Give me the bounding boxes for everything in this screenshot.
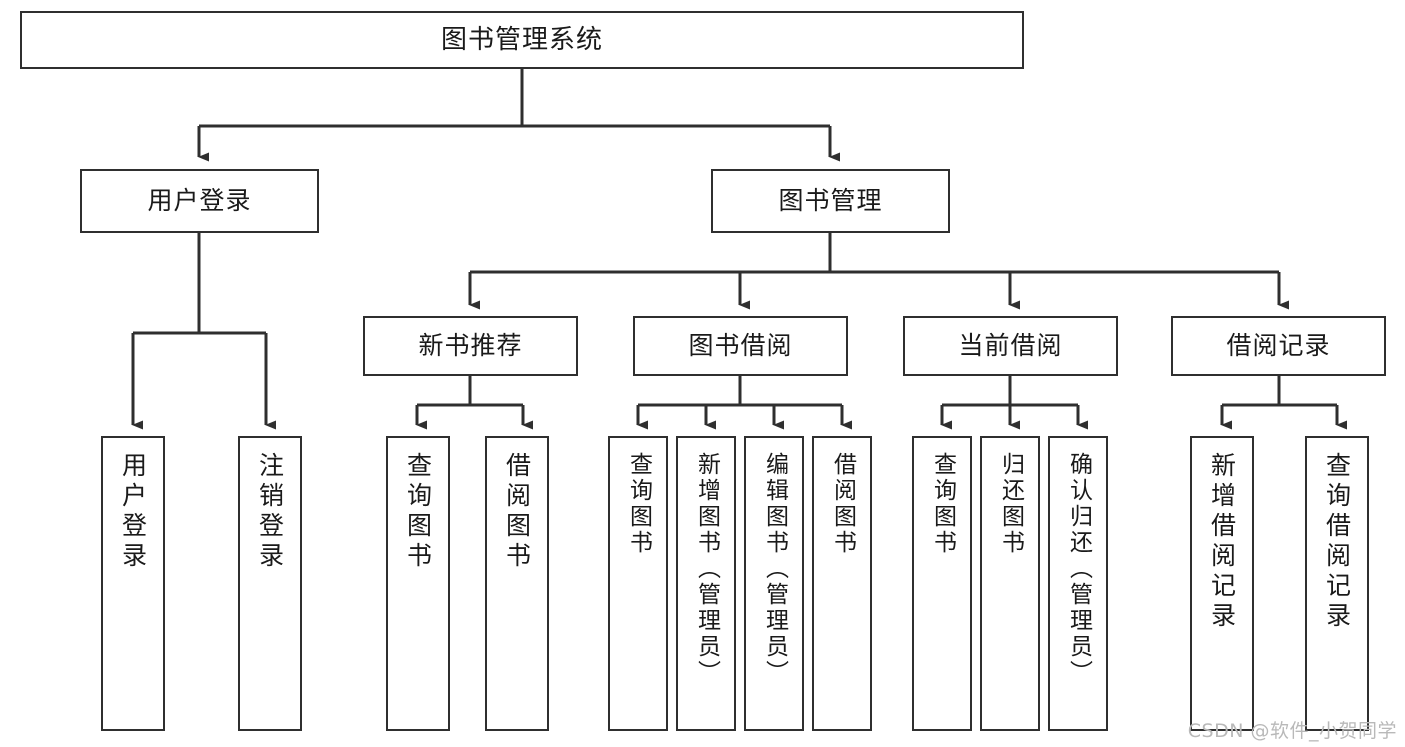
node-book-borrow[interactable]: 图书借阅 [633, 316, 848, 376]
node-label: 确认归还（管理员） [1065, 452, 1092, 686]
node-label: 新书推荐 [418, 331, 523, 361]
node-leaf-user-login[interactable]: 用户登录 [101, 436, 165, 731]
node-label: 查询借阅记录 [1322, 452, 1352, 632]
node-label: 查询图书 [403, 452, 433, 572]
node-label: 图书管理系统 [440, 24, 603, 55]
node-leaf-edit-book-admin[interactable]: 编辑图书（管理员） [744, 436, 804, 731]
node-label: 借阅图书 [829, 452, 856, 556]
node-leaf-query-book-borrow[interactable]: 查询图书 [608, 436, 668, 731]
node-label: 新增借阅记录 [1207, 452, 1237, 632]
node-leaf-add-borrow-record[interactable]: 新增借阅记录 [1190, 436, 1254, 731]
node-current-borrow[interactable]: 当前借阅 [903, 316, 1118, 376]
node-new-book-recommend[interactable]: 新书推荐 [363, 316, 578, 376]
node-leaf-add-book-admin[interactable]: 新增图书（管理员） [676, 436, 736, 731]
node-label: 图书借阅 [688, 331, 793, 361]
node-label: 查询图书 [929, 452, 956, 556]
node-leaf-borrow-book-recommend[interactable]: 借阅图书 [485, 436, 549, 731]
node-label: 当前借阅 [958, 331, 1063, 361]
node-borrow-record[interactable]: 借阅记录 [1171, 316, 1386, 376]
node-leaf-return-book[interactable]: 归还图书 [980, 436, 1040, 731]
node-book-management[interactable]: 图书管理 [711, 169, 950, 233]
node-user-login[interactable]: 用户登录 [80, 169, 319, 233]
node-leaf-query-borrow-record[interactable]: 查询借阅记录 [1305, 436, 1369, 731]
node-label: 借阅图书 [502, 452, 532, 572]
node-label: 注销登录 [255, 452, 285, 572]
node-label: 图书管理 [778, 186, 883, 216]
node-leaf-query-book-current[interactable]: 查询图书 [912, 436, 972, 731]
watermark-text: CSDN @软件_小贺同学 [1187, 720, 1397, 742]
node-label: 用户登录 [118, 452, 148, 572]
node-root-system[interactable]: 图书管理系统 [20, 11, 1024, 69]
node-label: 用户登录 [147, 186, 252, 216]
node-label: 编辑图书（管理员） [761, 452, 788, 686]
node-label: 归还图书 [997, 452, 1024, 556]
node-leaf-borrow-book[interactable]: 借阅图书 [812, 436, 872, 731]
node-label: 新增图书（管理员） [693, 452, 720, 686]
node-leaf-confirm-return-admin[interactable]: 确认归还（管理员） [1048, 436, 1108, 731]
node-leaf-query-book-recommend[interactable]: 查询图书 [386, 436, 450, 731]
node-label: 借阅记录 [1226, 331, 1331, 361]
node-leaf-logout[interactable]: 注销登录 [238, 436, 302, 731]
node-label: 查询图书 [625, 452, 652, 556]
